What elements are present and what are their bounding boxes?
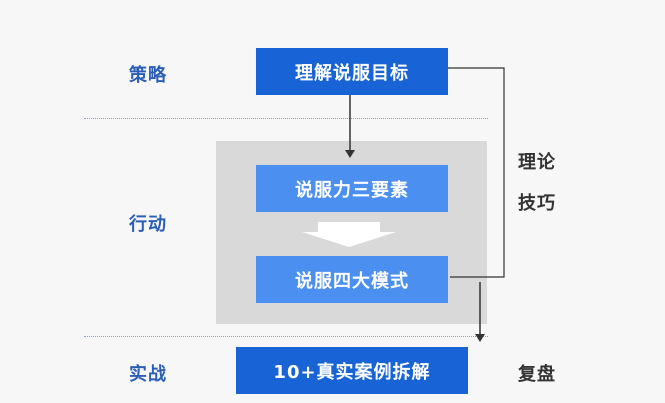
side-label-theory: 理论 [518, 152, 556, 173]
row-label-action: 行动 [129, 214, 167, 235]
row-label-strategy: 策略 [129, 65, 167, 86]
box-four-modes: 说服四大模式 [256, 256, 448, 303]
row-label-practice: 实战 [129, 364, 167, 385]
side-label-technique: 技巧 [518, 193, 556, 214]
divider-bottom [84, 336, 488, 337]
box-understand-goal: 理解说服目标 [256, 48, 448, 95]
box-three-elements: 说服力三要素 [256, 165, 448, 212]
down-chevron-arrow [302, 222, 396, 247]
side-label-review: 复盘 [518, 364, 556, 385]
arrowhead-cases [475, 334, 485, 342]
arrowhead-goal [345, 150, 355, 158]
divider-top [84, 118, 488, 119]
box-case-studies: 10+真实案例拆解 [236, 347, 468, 394]
theory-bracket [448, 67, 505, 278]
